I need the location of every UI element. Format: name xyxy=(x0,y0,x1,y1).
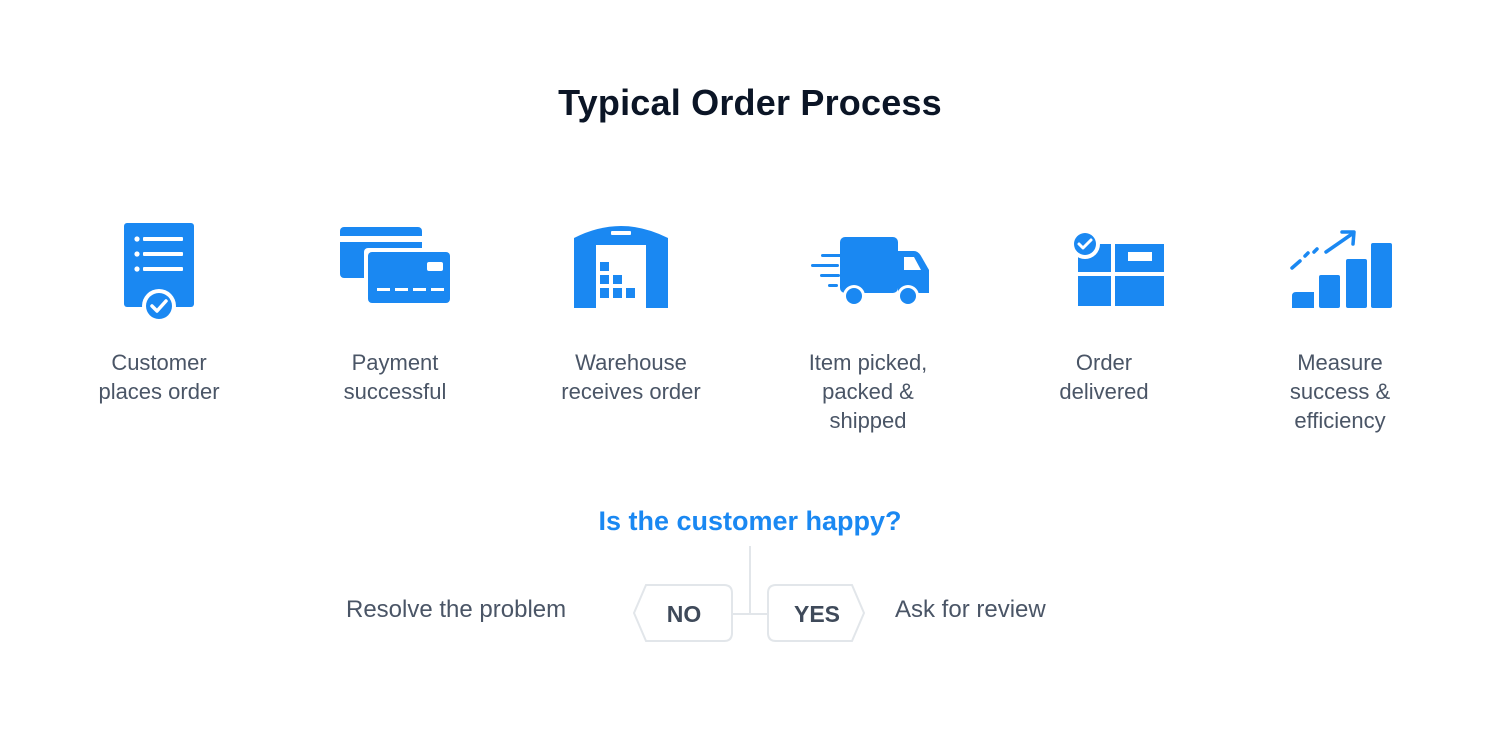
yes-action-text: Ask for review xyxy=(895,596,1046,623)
step-label: Order delivered xyxy=(1059,350,1149,404)
step-warehouse-receives-order: Warehouse receives order xyxy=(521,210,741,406)
delivery-truck-icon xyxy=(811,237,929,307)
step-label: Measure success & efficiency xyxy=(1289,350,1391,433)
no-action-text: Resolve the problem xyxy=(346,596,567,623)
step-label: Warehouse receives order xyxy=(561,350,701,404)
yes-badge: YES xyxy=(793,601,841,627)
delivered-package-icon xyxy=(1070,229,1164,306)
decision-connector xyxy=(632,546,866,642)
step-label: Customer places order xyxy=(98,350,220,404)
order-document-check-icon xyxy=(124,223,194,320)
credit-cards-icon xyxy=(340,227,452,304)
step-label: Item picked, packed & shipped xyxy=(808,350,928,433)
decision-question: Is the customer happy? xyxy=(598,506,902,536)
step-item-shipped: Item picked, packed & shipped xyxy=(758,210,978,435)
no-badge: NO xyxy=(666,601,702,627)
growth-chart-icon xyxy=(1290,230,1392,308)
step-measure-success: Measure success & efficiency xyxy=(1230,210,1450,435)
diagram-title: Typical Order Process xyxy=(558,82,942,123)
warehouse-icon xyxy=(574,226,668,308)
step-payment-successful: Payment successful xyxy=(285,210,505,406)
step-label: Payment successful xyxy=(343,350,447,404)
step-order-delivered: Order delivered xyxy=(994,210,1214,406)
yes-badge-shape xyxy=(767,584,866,642)
no-badge-shape xyxy=(632,584,733,642)
step-customer-places-order: Customer places order xyxy=(49,210,269,406)
